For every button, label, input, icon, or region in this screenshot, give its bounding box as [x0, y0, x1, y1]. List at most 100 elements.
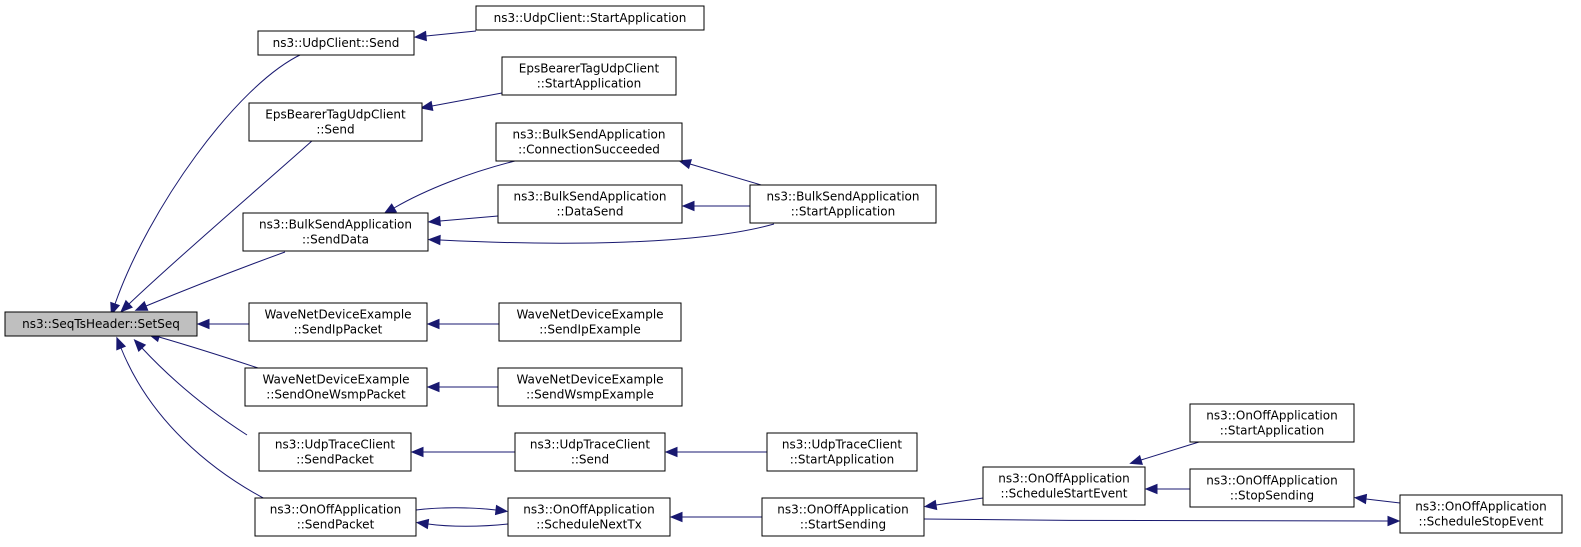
arrowhead-icon [120, 299, 133, 313]
edge-wave_wsmpex-to-wave_wsmp [426, 381, 498, 393]
node-label: ns3::OnOffApplication [523, 503, 654, 517]
node-wave-ipex[interactable]: WaveNetDeviceExample::SendIpExample [498, 302, 682, 342]
arrowhead-icon [426, 318, 440, 330]
edge-bulk_datasend-to-bulk_senddata [427, 215, 499, 227]
node-box [498, 302, 682, 342]
node-label: ns3::OnOffApplication [1206, 409, 1337, 423]
edge-line [1140, 441, 1200, 461]
edge-line [128, 139, 314, 305]
arrowhead-icon [116, 336, 127, 351]
arrowhead-icon [413, 30, 427, 42]
edge-line [431, 92, 503, 107]
edge-onoff_sendpacket-to-onoff_nexttx [415, 504, 509, 516]
node-label: ::StartSending [800, 518, 886, 532]
node-onoff-stopsending[interactable]: ns3::OnOffApplication::StopSending [1189, 468, 1355, 508]
node-onoff-nexttx[interactable]: ns3::OnOffApplication::ScheduleNextTx [507, 497, 671, 537]
edge-udptrace_start-to-udptrace_send [664, 446, 767, 458]
edge-udpclient_start-to-udpclient_send [413, 30, 477, 42]
node-eps-send[interactable]: EpsBearerTagUdpClient::Send [248, 102, 423, 142]
edge-onoff_startsending-to-onoff_schedstop [923, 515, 1401, 527]
node-label: ::StopSending [1230, 489, 1314, 503]
node-box [497, 367, 683, 407]
node-bulk-senddata[interactable]: ns3::BulkSendApplication::SendData [242, 212, 429, 252]
edge-bulk_start-to-bulk_conn [678, 159, 769, 188]
edge-bulk_senddata-to-root [134, 251, 286, 311]
node-box [257, 30, 415, 56]
node-eps-start[interactable]: EpsBearerTagUdpClient::StartApplication [501, 56, 677, 96]
edge-line [923, 518, 1389, 522]
edge-onoff_sendpacket-to-root [116, 336, 268, 501]
node-udptrace-start[interactable]: ns3::UdpTraceClient::StartApplication [766, 432, 918, 472]
node-label: EpsBearerTagUdpClient [519, 62, 660, 76]
node-onoff-sendpacket[interactable]: ns3::OnOffApplication::SendPacket [254, 497, 417, 537]
node-onoff-startsending[interactable]: ns3::OnOffApplication::StartSending [761, 497, 925, 537]
node-wave-wsmp[interactable]: WaveNetDeviceExample::SendOneWsmpPacket [244, 367, 428, 407]
node-label: WaveNetDeviceExample [262, 373, 409, 387]
edge-udpclient_send-to-root [110, 53, 303, 316]
node-root[interactable]: ns3::SeqTsHeader::SetSeq [4, 311, 198, 337]
node-bulk-datasend[interactable]: ns3::BulkSendApplication::DataSend [497, 184, 683, 224]
arrowhead-icon [419, 100, 434, 112]
node-label: ::ScheduleStopEvent [1419, 515, 1544, 529]
arrowhead-icon [1353, 493, 1368, 505]
node-onoff-startapp[interactable]: ns3::OnOffApplication::StartApplication [1189, 403, 1355, 443]
edge-bulk_start-to-bulk_datasend [681, 200, 750, 212]
node-box [242, 212, 429, 252]
edge-bulk_start-to-bulk_senddata [427, 223, 775, 246]
node-box [254, 497, 417, 537]
arrowhead-icon [1129, 454, 1143, 465]
node-label: ::StartApplication [791, 205, 895, 219]
node-label: WaveNetDeviceExample [264, 308, 411, 322]
node-box [258, 432, 412, 472]
node-bulk-conn[interactable]: ns3::BulkSendApplication::ConnectionSucc… [495, 122, 683, 162]
nodes-layer: ns3::SeqTsHeader::SetSeq ns3::UdpClient::… [4, 5, 1563, 537]
node-box [766, 432, 918, 472]
node-box [749, 184, 937, 224]
node-bulk-start[interactable]: ns3::BulkSendApplication::StartApplicati… [749, 184, 937, 224]
edge-onoff_startapp-to-onoff_schedstart [1129, 441, 1200, 465]
node-label: ::DataSend [557, 205, 624, 219]
edge-onoff_schedstop-to-onoff_stopsending [1353, 493, 1401, 505]
arrowhead-icon [110, 301, 121, 316]
node-label: ns3::BulkSendApplication [513, 128, 666, 142]
edge-line [114, 53, 303, 305]
node-onoff-schedstop[interactable]: ns3::OnOffApplication::ScheduleStopEvent [1399, 494, 1563, 534]
node-label: ns3::OnOffApplication [1415, 500, 1546, 514]
edge-line [1365, 498, 1401, 504]
edge-wave_ipex-to-wave_sendip [426, 318, 499, 330]
node-udpclient-start[interactable]: ns3::UdpClient::StartApplication [475, 5, 705, 31]
edge-line [439, 215, 499, 222]
node-label: ::SendPacket [297, 518, 375, 532]
node-label: ::SendIpExample [539, 323, 641, 337]
arrowhead-icon [426, 381, 440, 393]
edge-line [425, 30, 477, 37]
node-box [475, 5, 705, 31]
node-label: ns3::BulkSendApplication [767, 190, 920, 204]
node-wave-wsmpex[interactable]: WaveNetDeviceExample::SendWsmpExample [497, 367, 683, 407]
node-onoff-schedstart[interactable]: ns3::OnOffApplication::ScheduleStartEven… [982, 466, 1146, 506]
node-box [248, 302, 428, 342]
node-label: ns3::UdpClient::Send [273, 36, 400, 50]
arrowhead-icon [664, 446, 678, 458]
node-label: ::Send [316, 123, 354, 137]
node-box [501, 56, 677, 96]
node-label: WaveNetDeviceExample [516, 373, 663, 387]
node-udptrace-sendpacket[interactable]: ns3::UdpTraceClient::SendPacket [258, 432, 412, 472]
node-box [761, 497, 925, 537]
node-label: ns3::OnOffApplication [270, 503, 401, 517]
edge-udptrace_send-to-udptrace_sendpacket [410, 446, 515, 458]
node-label: ::SendIpPacket [294, 323, 383, 337]
node-box [244, 367, 428, 407]
edge-line [427, 523, 509, 527]
node-wave-sendip[interactable]: WaveNetDeviceExample::SendIpPacket [248, 302, 428, 342]
node-udptrace-send[interactable]: ns3::UdpTraceClient::Send [514, 432, 666, 472]
node-label: ns3::UdpTraceClient [782, 438, 902, 452]
edge-line [145, 251, 286, 307]
edge-eps_send-to-root [120, 139, 314, 313]
node-label: ns3::UdpTraceClient [530, 438, 650, 452]
node-label: ::SendOneWsmpPacket [266, 388, 406, 402]
node-udpclient-send[interactable]: ns3::UdpClient::Send [257, 30, 415, 56]
node-box [497, 184, 683, 224]
edge-line [141, 347, 248, 436]
node-label: ::ConnectionSucceeded [518, 143, 660, 157]
